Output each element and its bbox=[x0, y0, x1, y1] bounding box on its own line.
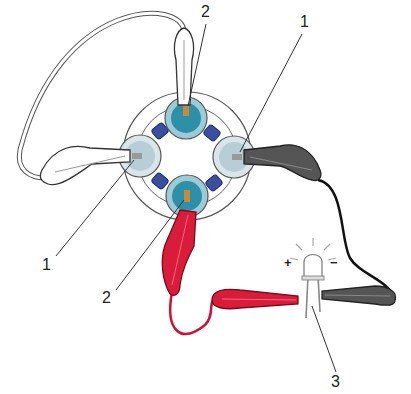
clip-seam bbox=[184, 40, 185, 100]
led-rim bbox=[302, 276, 324, 280]
callout-number: 1 bbox=[300, 14, 309, 30]
clip-seam bbox=[55, 156, 125, 172]
leader-line bbox=[56, 24, 336, 372]
wire bbox=[170, 292, 215, 334]
callout-number: 2 bbox=[102, 290, 111, 306]
wire bbox=[318, 180, 395, 300]
clip-red bbox=[212, 289, 298, 308]
callout-number: 3 bbox=[331, 374, 340, 390]
light-rays bbox=[290, 238, 336, 260]
clip-seam bbox=[250, 157, 312, 170]
callout-number: 2 bbox=[201, 4, 210, 20]
callout-number: 1 bbox=[42, 257, 51, 273]
polarity-sign: + bbox=[284, 256, 292, 269]
clip-seam bbox=[172, 215, 188, 285]
clip-black bbox=[322, 286, 396, 305]
clip-seam bbox=[222, 299, 296, 300]
clip-white bbox=[40, 146, 130, 184]
solution bbox=[171, 103, 201, 133]
led-bulb bbox=[304, 255, 322, 279]
clip-seam bbox=[325, 295, 390, 296]
clip-black bbox=[244, 145, 321, 181]
polarity-sign: − bbox=[330, 256, 338, 269]
solution bbox=[172, 181, 202, 211]
led-leg bbox=[318, 276, 320, 312]
board bbox=[123, 92, 251, 220]
led-leg bbox=[306, 276, 308, 318]
electrode bbox=[132, 104, 242, 202]
